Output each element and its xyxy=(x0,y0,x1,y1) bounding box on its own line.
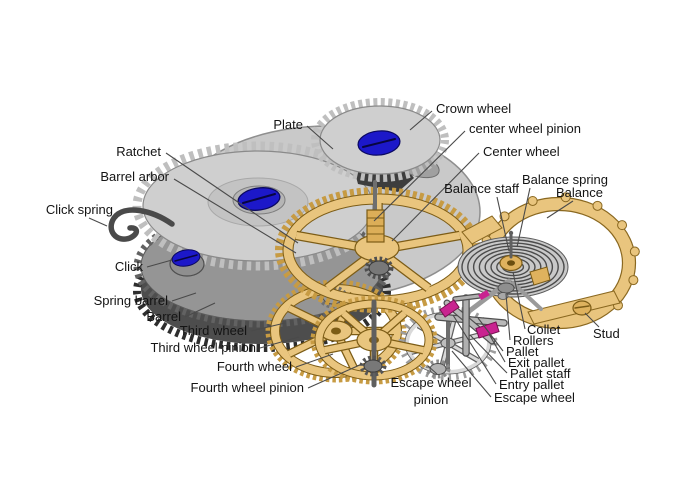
spring-stud-tab xyxy=(529,266,551,286)
label-ratchet: Ratchet xyxy=(116,144,161,159)
balance-screws xyxy=(629,246,640,257)
label-click: Click xyxy=(115,259,144,274)
label-balance: Balance xyxy=(556,185,603,200)
leader-click xyxy=(146,259,173,268)
balance-screws xyxy=(592,200,603,211)
click-spring-part xyxy=(108,207,175,242)
leader-rollers xyxy=(505,293,511,341)
rollers-part xyxy=(497,282,515,294)
leader-collet xyxy=(512,271,526,330)
label-barrel-arbor: Barrel arbor xyxy=(100,169,169,184)
label-fourth-wheel: Fourth wheel xyxy=(217,359,292,374)
leader-click-spring xyxy=(88,217,108,227)
roller-arm-right xyxy=(511,281,543,311)
leader-barrel-arbor xyxy=(173,178,297,254)
label-center-wheel: Center wheel xyxy=(483,144,560,159)
leader-fourth-wheel xyxy=(295,353,334,368)
label-plate: Plate xyxy=(273,117,303,132)
balance-screws xyxy=(628,275,639,286)
pallet-fork-crossbar xyxy=(453,294,481,301)
leader-pallet xyxy=(477,317,504,352)
stud-part xyxy=(572,300,592,316)
leader-crown-wheel xyxy=(409,110,433,131)
label-entry-pallet: Entry pallet xyxy=(499,377,564,392)
label-stud: Stud xyxy=(593,326,620,341)
label-balance-staff: Balance staff xyxy=(444,181,519,196)
collet-hole xyxy=(507,260,515,266)
leader-pallet-staff xyxy=(469,334,508,374)
label-rollers: Rollers xyxy=(513,333,554,348)
click-screw-slot xyxy=(174,254,198,262)
leader-stud xyxy=(584,312,600,328)
label-pallet: Pallet xyxy=(506,344,539,359)
label-spring-barrel: Spring barrel xyxy=(94,293,169,308)
escape-wheel-pinion-teeth xyxy=(425,359,451,379)
ratchet-screw-slot xyxy=(242,193,276,204)
label-fourth-wheel-pinion: Fourth wheel pinion xyxy=(191,380,304,395)
leader-balance xyxy=(546,200,574,219)
leader-third-wheel-pinion xyxy=(259,336,300,349)
leader-ratchet xyxy=(165,152,299,244)
leader-escape-wheel-pinion xyxy=(427,365,438,375)
leader-balance-staff xyxy=(496,196,510,252)
label-barrel: Barrel xyxy=(146,309,181,324)
leader-plate xyxy=(306,125,334,150)
balance-screws xyxy=(527,195,538,206)
crown-wheel-teeth xyxy=(311,98,449,182)
fourth-wheel-pinion-part xyxy=(363,359,383,373)
leader-lines xyxy=(88,110,600,398)
stud-slot xyxy=(574,305,590,309)
center-wheel-lower-pinion-teeth xyxy=(364,256,394,280)
crown-screw-slot xyxy=(362,138,396,148)
label-escape-wheel: Escape wheel xyxy=(494,390,575,405)
label-escape-wheel-pinion-line1: Escape wheel xyxy=(391,375,472,390)
leader-barrel xyxy=(184,302,216,318)
label-collet: Collet xyxy=(527,322,561,337)
leader-third-wheel xyxy=(250,322,286,332)
leader-center-wheel-pinion xyxy=(373,130,466,222)
leader-spring-barrel xyxy=(171,292,197,302)
fourth-wheel-pinion-teeth xyxy=(359,355,387,377)
label-center-wheel-pinion: center wheel pinion xyxy=(469,121,581,136)
balance-screws xyxy=(617,220,628,231)
balance-screws xyxy=(560,192,571,203)
leader-balance-spring xyxy=(516,187,531,248)
pallet-jewel-small xyxy=(478,289,490,301)
label-crown-wheel: Crown wheel xyxy=(436,101,511,116)
label-pallet-staff: Pallet staff xyxy=(510,366,571,381)
label-balance-spring: Balance spring xyxy=(522,172,608,187)
balance-cock-tab xyxy=(461,215,503,245)
label-exit-pallet: Exit pallet xyxy=(508,355,565,370)
leader-fourth-wheel-pinion xyxy=(307,363,363,389)
escape-wheel-pinion-part xyxy=(429,363,447,375)
part-labels: Plate Crown wheel center wheel pinion Ce… xyxy=(46,101,620,407)
label-third-wheel-pinion: Third wheel pinion xyxy=(150,340,256,355)
entry-pallet-jewel xyxy=(439,299,460,318)
leader-center-wheel xyxy=(391,152,480,242)
third-wheel-hub-hole xyxy=(331,327,341,335)
leader-exit-pallet xyxy=(488,333,506,363)
leader-entry-pallet xyxy=(452,314,497,385)
label-click-spring: Click spring xyxy=(46,202,113,217)
balance-staff-tip xyxy=(508,230,514,236)
third-wheel-teeth xyxy=(265,279,407,383)
leader-escape-wheel xyxy=(451,350,492,398)
label-escape-wheel-pinion-line2: pinion xyxy=(414,392,449,407)
movement-parts xyxy=(108,98,640,388)
center-wheel-lower-pinion xyxy=(368,260,390,276)
balance-spring-coils xyxy=(461,239,565,295)
label-third-wheel: Third wheel xyxy=(180,323,247,338)
